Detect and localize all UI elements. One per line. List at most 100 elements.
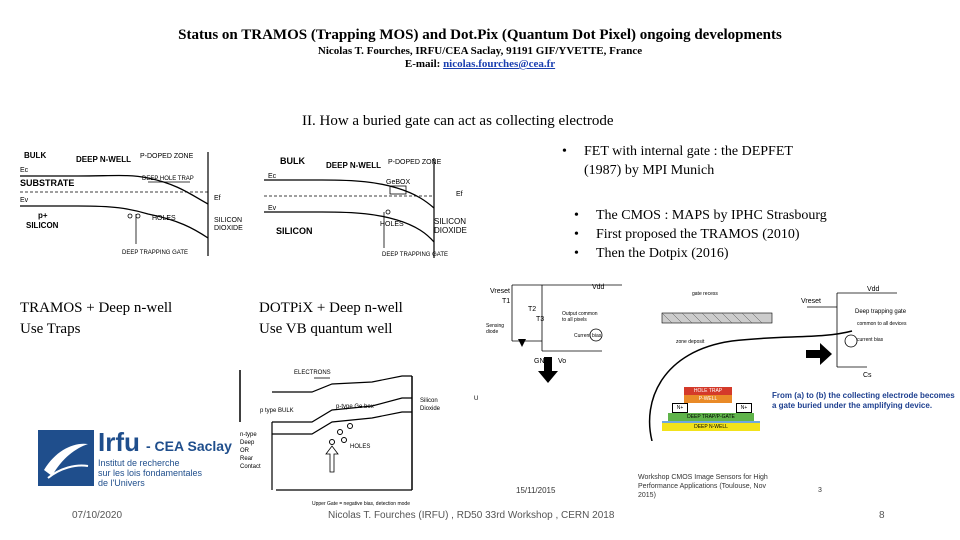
label-gnd: GND xyxy=(534,358,550,365)
label-electrons: ELECTRONS xyxy=(294,370,331,376)
layer-deep-nwell: DEEP N-WELL xyxy=(662,421,760,431)
label-silicon: SILICON xyxy=(26,221,59,230)
bullet-depfet-line2: (1987) by MPI Munich xyxy=(584,163,715,178)
label-sio2-2: DIOXIDE xyxy=(214,225,243,232)
layer-nplus-right: N+ xyxy=(736,403,752,413)
label-common: common to all devices xyxy=(857,321,907,327)
workshop-page: 3 xyxy=(818,487,822,494)
label-holes: HOLES xyxy=(350,444,370,450)
label-trapping-gate: Deep trapping gate xyxy=(855,309,907,315)
label-vo: Vo xyxy=(558,358,566,365)
layer-hole-trap: HOLE TRAP xyxy=(684,387,732,395)
email-line: E-mail: nicolas.fourches@cea.fr xyxy=(0,58,960,71)
label-sio2-1: SILICON xyxy=(214,217,242,224)
label-silicon: SILICON xyxy=(276,226,313,236)
label-current-bias: Current bias xyxy=(574,333,602,339)
list-item: •Then the Dotpix (2016) xyxy=(574,246,729,261)
transition-curve xyxy=(648,330,853,441)
section-title: II. How a buried gate can act as collect… xyxy=(302,113,614,129)
bullet-depfet-line1: FET with internal gate : the DEPFET xyxy=(584,144,793,159)
label-t1: T1 xyxy=(502,298,510,305)
arrow-down-icon xyxy=(538,357,558,383)
label-substrate: SUBSTRATE xyxy=(20,178,74,188)
label-ptype-gebox: p-type Ge box xyxy=(336,404,374,410)
gate-recess-figure: gate recess zone deposit xyxy=(661,291,773,345)
label-gebox: GeBOX xyxy=(386,179,410,186)
list-item: •First proposed the TRAMOS (2010) xyxy=(574,227,800,242)
label-output: Output common xyxy=(562,311,598,317)
label-vreset: Vreset xyxy=(801,298,821,305)
label-ev: Ev xyxy=(20,197,29,204)
label-ef: Ef xyxy=(214,195,221,202)
author-line: Nicolas T. Fourches, IRFU/CEA Saclay, 91… xyxy=(317,45,643,57)
label-bulk: BULK xyxy=(24,151,46,160)
arrow-right-icon xyxy=(806,343,832,365)
label-u: U xyxy=(474,396,478,402)
label-ec: Ec xyxy=(268,173,277,180)
irfu-swirl-icon xyxy=(38,430,94,486)
label-vdd: Vdd xyxy=(867,286,880,293)
email-link[interactable]: nicolas.fourches@cea.fr xyxy=(443,58,556,70)
label-t3: T3 xyxy=(536,316,544,323)
label-t2: T2 xyxy=(528,306,536,313)
label-pdoped: P-DOPED ZONE xyxy=(140,153,194,160)
label-vreset: Vreset xyxy=(490,288,510,295)
irfu-logo: Irfu - CEA Saclay Institut de recherche … xyxy=(38,427,238,490)
label-trapping-gate: DEEP TRAPPING GATE xyxy=(122,250,188,256)
circuit-a: Vreset Vdd T1 T2 T3 Output common to all… xyxy=(486,284,622,365)
dotpix-caption: DOTPiX + Deep n-well Use VB quantum well xyxy=(259,300,403,337)
label-ptype-bulk: p type BULK xyxy=(260,408,294,414)
label-upper-gate: Upper Gate = negative bias, detection mo… xyxy=(312,501,410,507)
label-zone-deposit: zone deposit xyxy=(676,339,705,345)
layer-deep-trap: DEEP TRAP/P-GATE xyxy=(668,413,754,421)
label-sio2-2: DIOXIDE xyxy=(434,226,467,235)
label-sio2-2: Dioxide xyxy=(420,406,441,412)
logo-org: - CEA Saclay xyxy=(146,438,232,454)
label-holes: HOLES xyxy=(152,215,176,222)
right-caption: From (a) to (b) the collecting electrode… xyxy=(772,391,955,410)
label-output2: to all pixels xyxy=(562,317,587,323)
slide-title: Status on TRAMOS (Trapping MOS) and Dot.… xyxy=(178,27,782,43)
layer-stack: HOLE TRAP P-WELL N+ N+ DEEP TRAP/P-GATE … xyxy=(652,387,762,435)
label-contact: Contact xyxy=(240,464,261,470)
layer-nplus-left: N+ xyxy=(672,403,688,413)
workshop-info: Workshop CMOS Image Sensors for High Per… xyxy=(638,474,768,499)
label-holes: HOLES xyxy=(380,221,404,228)
label-cs: Cs xyxy=(863,372,872,379)
logo-brand: Irfu xyxy=(98,427,140,457)
footer-page-number: 8 xyxy=(879,510,885,521)
tramos-band-diagram: BULK DEEP N-WELL P-DOPED ZONE Ec SUBSTRA… xyxy=(20,151,243,256)
label-gate-recess: gate recess xyxy=(692,291,718,297)
label-or: OR xyxy=(240,448,250,454)
label-ntype: n-type xyxy=(240,432,257,438)
label-sio2-1: Silicon xyxy=(420,398,438,404)
label-deep-nwell: DEEP N-WELL xyxy=(76,155,131,164)
layer-p-well: P-WELL xyxy=(684,395,732,403)
label-deep-nwell: DEEP N-WELL xyxy=(326,161,381,170)
label-ec: Ec xyxy=(20,167,29,174)
label-vdd: Vdd xyxy=(592,284,605,291)
label-p-plus: p+ xyxy=(38,211,48,220)
label-sio2-1: SILICON xyxy=(434,217,466,226)
label-ev: Ev xyxy=(268,205,277,212)
footer-event: Nicolas T. Fourches (IRFU) , RD50 33rd W… xyxy=(328,510,615,521)
footer-date: 07/10/2020 xyxy=(72,510,123,521)
bullet-list: •The CMOS : MAPS by IPHC Strasbourg •Fir… xyxy=(574,206,827,263)
label-ef: Ef xyxy=(456,191,463,198)
label-pdoped: P-DOPED ZONE xyxy=(388,159,442,166)
label-trapping-gate: DEEP TRAPPING GATE xyxy=(382,252,448,258)
label-diode: diode xyxy=(486,329,498,335)
email-label: E-mail: xyxy=(404,58,444,70)
logo-tagline: Institut de recherche sur les lois fonda… xyxy=(98,458,203,488)
list-item: •The CMOS : MAPS by IPHC Strasbourg xyxy=(574,208,827,223)
label-deep: Deep xyxy=(240,440,255,446)
label-current-bias: current bias xyxy=(857,337,884,343)
label-bulk: BULK xyxy=(280,156,305,166)
dotpix-band-diagram: BULK DEEP N-WELL P-DOPED ZONE GeBOX Ec E… xyxy=(264,156,467,258)
circuit-b: Vdd Vreset Deep trapping gate common to … xyxy=(801,286,907,379)
workshop-date: 15/11/2015 xyxy=(516,486,556,495)
author-block: Nicolas T. Fourches, IRFU/CEA Saclay, 91… xyxy=(0,45,960,71)
label-deep-hole-trap: DEEP HOLE TRAP xyxy=(142,176,194,182)
label-sensing: Sensing xyxy=(486,323,504,329)
right-figure: Vreset Vdd T1 T2 T3 Output common to all… xyxy=(482,281,956,509)
